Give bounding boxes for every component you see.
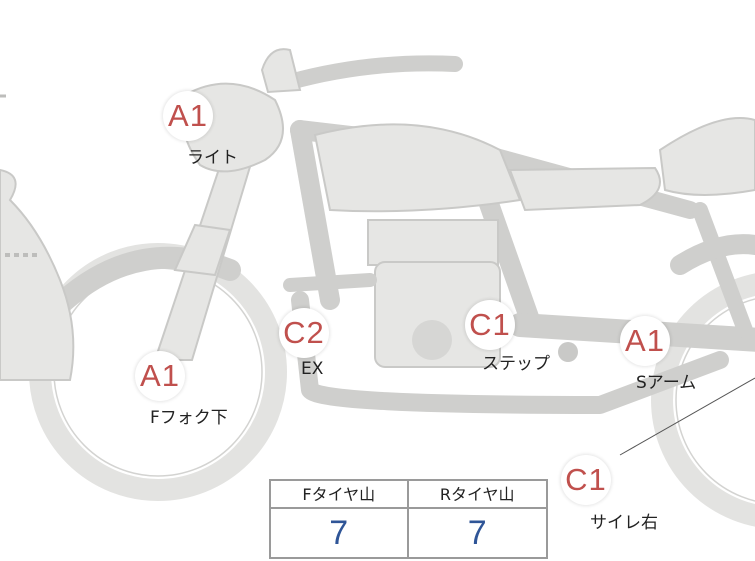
marker-grade-step: C1 — [465, 300, 515, 350]
engine-top — [367, 219, 499, 266]
rear-tire-value: 7 — [467, 514, 487, 552]
rear-tire — [651, 273, 755, 527]
rear-tire-header: Rタイヤ山 — [408, 481, 546, 509]
exhaust-pipe — [291, 291, 729, 414]
front-tire-value: 7 — [271, 509, 409, 557]
tire-tread-table: Fタイヤ山 Rタイヤ山 7 7 — [269, 479, 548, 559]
mirror — [260, 48, 302, 94]
marker-label-ffork: Fフォク下 — [150, 408, 228, 428]
marker-label-light: ライト — [187, 148, 238, 168]
rear-fender — [670, 234, 755, 275]
fork-lower — [173, 223, 232, 277]
fuel-tank — [313, 123, 522, 213]
marker-label-ex: EX — [301, 359, 324, 379]
marker-label-step: ステップ — [482, 354, 550, 374]
silencer-leader-line — [619, 377, 755, 456]
footpeg-2 — [558, 342, 578, 362]
marker-grade-light: A1 — [163, 91, 213, 141]
seat — [508, 166, 661, 212]
marker-grade-sarm: A1 — [620, 316, 670, 366]
marker-label-silencer: サイレ右 — [590, 513, 658, 533]
marker-grade-silencer: C1 — [561, 455, 611, 505]
rear-rim — [675, 298, 755, 502]
down-tube — [290, 120, 340, 310]
front-tire-header: Fタイヤ山 — [271, 481, 409, 509]
front-cowl — [0, 168, 75, 381]
marker-grade-ffork: A1 — [135, 351, 185, 401]
rear-shock — [692, 202, 753, 338]
handlebar — [282, 55, 463, 90]
engine-cover — [412, 320, 452, 360]
exhaust-pipe-2 — [283, 273, 377, 292]
tail — [658, 117, 755, 196]
marker-label-sarm: Sアーム — [636, 373, 697, 393]
marker-grade-ex: C2 — [279, 308, 329, 358]
